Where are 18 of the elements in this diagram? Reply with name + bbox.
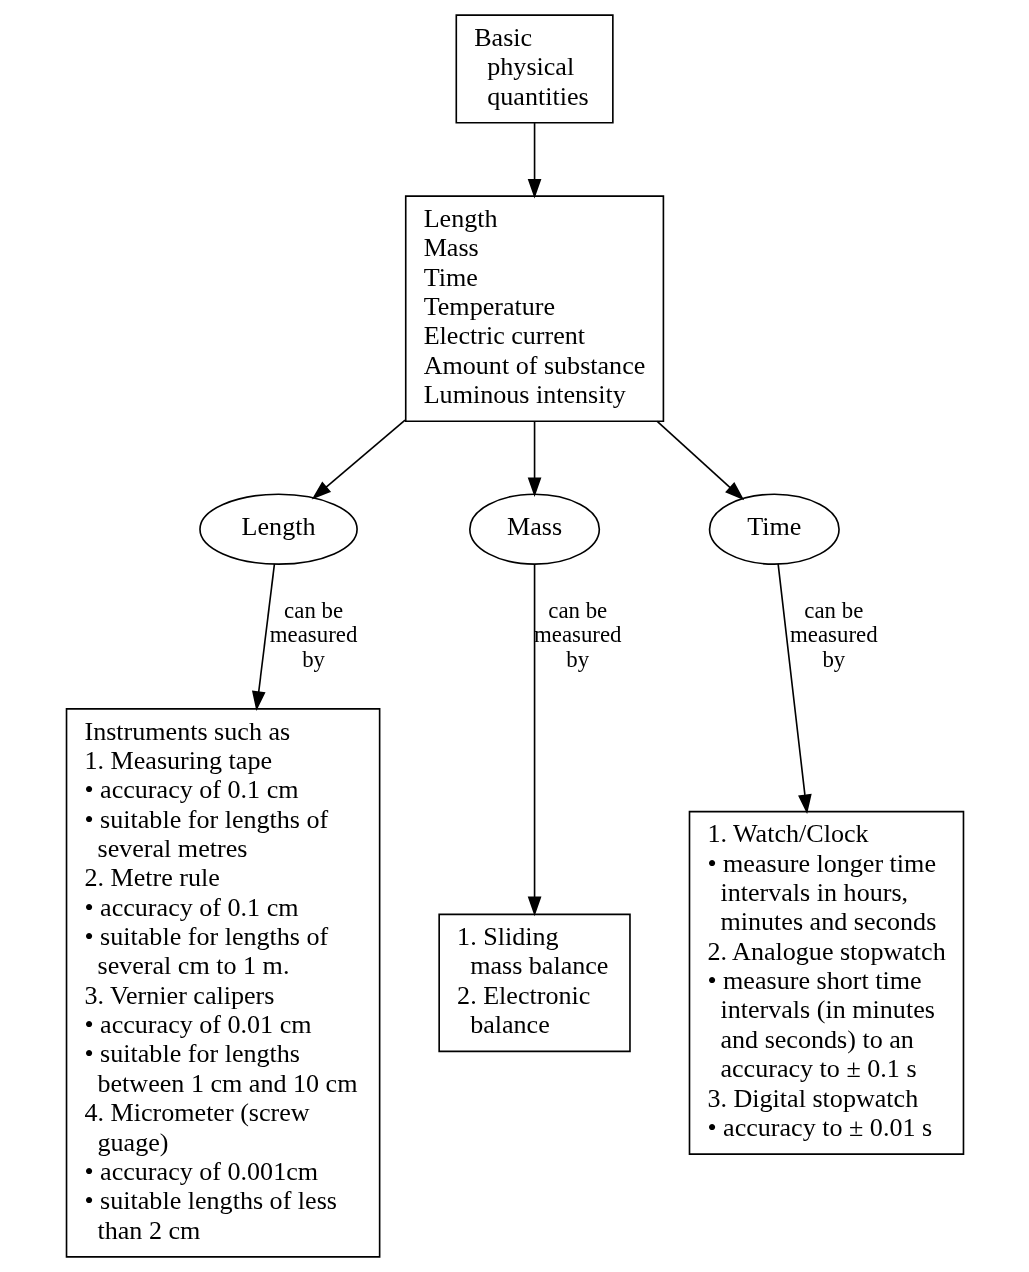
arrow bbox=[776, 563, 812, 815]
arrow bbox=[527, 420, 541, 497]
node-box: 1. Sliding mass balance 2. Electronic balance bbox=[437, 913, 631, 1053]
arrow bbox=[527, 563, 541, 917]
node-box: Basic physical quantities bbox=[454, 14, 614, 124]
arrow bbox=[655, 420, 744, 501]
node-box: 1. Watch/Clock • measure longer time intervals in hours, minutes and seconds 2. Analogue stopwatch • measure short time intervals (in minutes and seconds) to an accuracy to ± 0.1 s 3. Digital stopwatch • accuracy to ± 0.01 s bbox=[688, 810, 964, 1155]
arrow bbox=[251, 563, 275, 711]
node-ellipse: Time bbox=[708, 493, 840, 565]
edge-label: can be measured by bbox=[533, 597, 622, 672]
node-ellipse: Length bbox=[198, 493, 358, 565]
node-box: Length Mass Time Temperature Electric current Amount of substance Luminous intensity bbox=[404, 195, 664, 422]
arrow bbox=[527, 122, 541, 199]
node-box: Instruments such as 1. Measuring tape • accuracy of 0.1 cm • suitable for lengths of several metres 2. Metre rule • accuracy of 0.1 cm • suitable for lengths of several cm to 1 m. 3. Vernier calipers • accuracy of 0.01 cm • suitable for lengths between 1 cm and 10 cm 4. Micrometer (screw guage) • accuracy of 0.001cm • suitable lengths of less than 2 cm bbox=[65, 708, 380, 1258]
arrow bbox=[311, 419, 406, 500]
node-ellipse: Mass bbox=[468, 493, 600, 565]
edge-label: can be measured by bbox=[789, 597, 878, 672]
edge-label: can be measured by bbox=[269, 597, 357, 672]
